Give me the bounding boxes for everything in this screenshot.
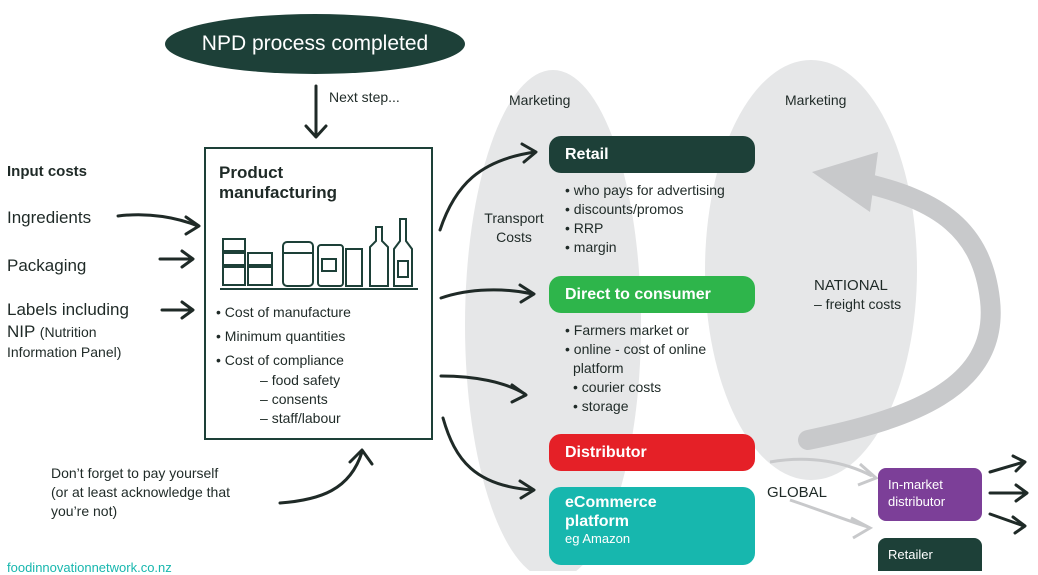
next-step-label: Next step... <box>329 89 400 105</box>
transport-costs-label: Transport Costs <box>470 209 558 247</box>
compliance-sub-item: consents <box>220 390 341 409</box>
footer-link[interactable]: foodinnovationnetwork.co.nz <box>7 560 172 575</box>
national-label: NATIONAL – freight costs <box>814 276 901 314</box>
direct-sub-bullet: courier costs <box>573 378 706 397</box>
transport-line2: Costs <box>496 229 532 245</box>
in-market-line2: distributor <box>888 494 946 509</box>
national-title: NATIONAL <box>814 277 888 294</box>
direct-details: Farmers market or online - cost of onlin… <box>565 321 706 416</box>
direct-label: Direct to consumer <box>565 286 711 303</box>
nip-long-2: Information Panel) <box>7 344 122 360</box>
global-arrow-bottom-head <box>850 516 874 540</box>
national-sub: – freight costs <box>814 296 902 312</box>
reminder-text: Don’t forget to pay yourself (or at leas… <box>51 464 230 521</box>
manufacturing-bullets: Cost of manufacture Minimum quantities C… <box>216 303 431 370</box>
ecommerce-line2: platform <box>565 513 629 530</box>
global-arrow-top <box>769 457 873 478</box>
reminder-line: you’re not) <box>51 503 118 519</box>
national-curved-arrowhead <box>812 152 878 212</box>
manufacturing-title-2: manufacturing <box>219 183 338 202</box>
direct-continuation: platform <box>573 360 624 376</box>
retail-bullet: RRP <box>565 219 725 238</box>
retail-bullet: margin <box>565 238 725 257</box>
retail-pill: Retail <box>549 136 755 173</box>
nip-long-1: (Nutrition <box>39 324 97 340</box>
national-curved-arrow <box>798 172 1001 450</box>
retail-bullet: who pays for advertising <box>565 181 725 200</box>
retail-bullet: discounts/promos <box>565 200 725 219</box>
global-label: GLOBAL <box>767 484 828 501</box>
in-market-distributor-box: In-market distributor <box>878 468 982 521</box>
global-arrow-top-head <box>857 462 879 487</box>
marketing-label-left: Marketing <box>509 92 571 108</box>
direct-sub-bullet: storage <box>573 397 706 416</box>
ecommerce-sub: eg Amazon <box>565 531 631 546</box>
reminder-line: Don’t forget to pay yourself <box>51 465 219 481</box>
manufacturing-box: Product manufacturing Cost of manufactur… <box>204 147 433 440</box>
retail-bullets: who pays for advertising discounts/promo… <box>565 181 725 257</box>
input-nip: NIP (Nutrition <box>7 321 97 343</box>
retail-label: Retail <box>565 146 609 163</box>
nip-abbr: NIP <box>7 322 36 341</box>
input-costs-title: Input costs <box>7 163 88 180</box>
reminder-line: (or at least acknowledge that <box>51 484 230 500</box>
input-packaging: Packaging <box>7 256 87 275</box>
ecommerce-line1: eCommerce <box>565 494 657 511</box>
manufacturing-bullet: Cost of compliance <box>216 351 431 370</box>
direct-bullet: online - cost of online <box>565 340 706 359</box>
manufacturing-bullet: Cost of manufacture <box>216 303 431 322</box>
direct-bullet: Farmers market or <box>565 321 706 340</box>
npd-header-label: NPD process completed <box>201 32 429 55</box>
ecommerce-pill: eCommerce platform eg Amazon <box>549 487 755 565</box>
distributor-pill: Distributor <box>549 434 755 471</box>
input-labels: Labels including <box>7 300 129 319</box>
manufacturing-bullet: Minimum quantities <box>216 327 431 346</box>
npd-header: NPD process completed <box>165 14 465 74</box>
direct-pill: Direct to consumer <box>549 276 755 313</box>
global-arrow-bottom <box>789 498 869 529</box>
compliance-sub-items: food safety consents staff/labour <box>220 371 341 428</box>
grocery-shelf-icon <box>220 218 418 290</box>
retailer-box: Retailer <box>878 538 982 571</box>
marketing-label-right: Marketing <box>785 92 847 108</box>
transport-line1: Transport <box>484 210 544 226</box>
in-market-line1: In-market <box>888 477 943 492</box>
input-ingredients: Ingredients <box>7 208 92 227</box>
compliance-sub-item: staff/labour <box>220 409 341 428</box>
compliance-sub-item: food safety <box>220 371 341 390</box>
retailer-label: Retailer <box>888 547 933 562</box>
manufacturing-title-1: Product <box>219 163 284 182</box>
distributor-label: Distributor <box>565 444 647 461</box>
